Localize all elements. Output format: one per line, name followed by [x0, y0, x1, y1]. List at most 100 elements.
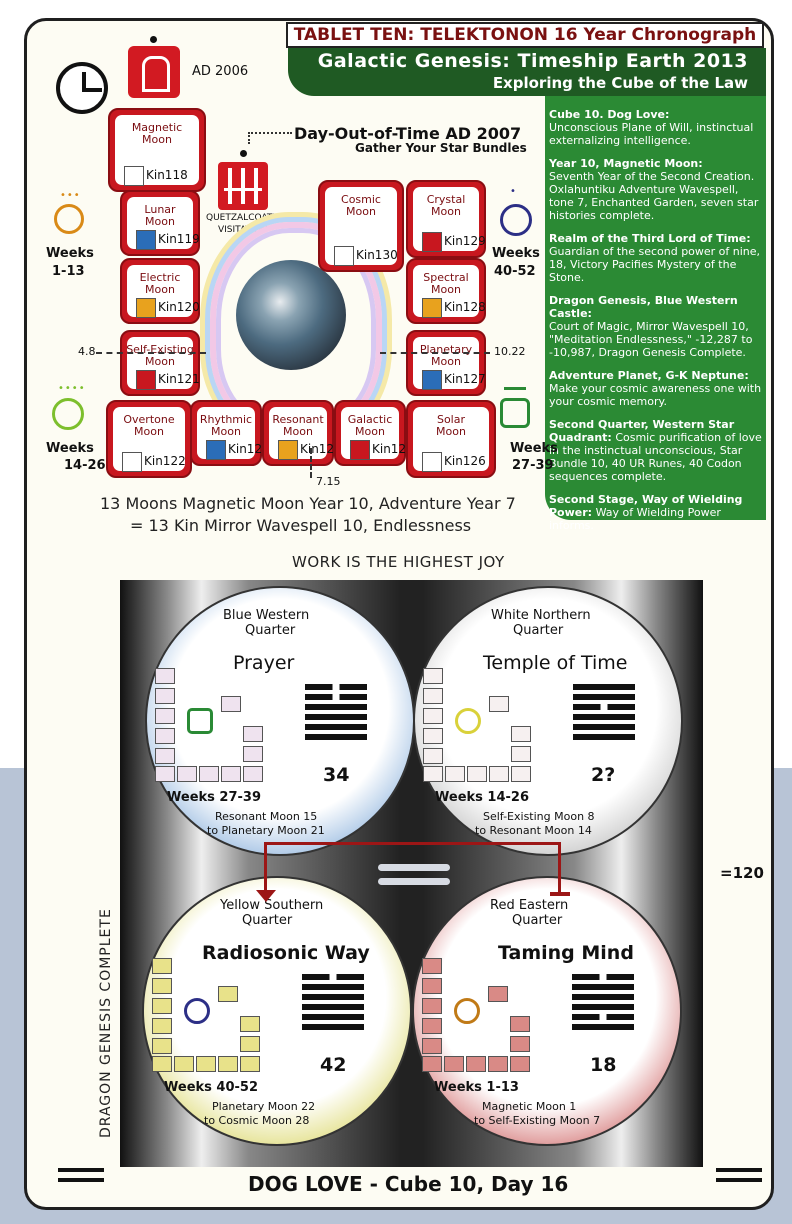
dot-icon: •: [510, 186, 517, 197]
wavespell-chip: [423, 668, 443, 684]
day-out-of-time-sub: Gather Your Star Bundles: [355, 141, 527, 155]
wavespell-chip: [511, 726, 531, 742]
arrow-end-icon: [550, 892, 570, 896]
footer-title: DOG LOVE - Cube 10, Day 16: [248, 1172, 569, 1196]
wavespell-chip: [155, 766, 175, 782]
wavespell-chip: [240, 1016, 260, 1032]
quarter-seal-icon: [454, 998, 480, 1024]
wavespell-chip: [155, 708, 175, 724]
wavespell-chip: [196, 1056, 216, 1072]
seal-glyph-icon: [206, 440, 226, 460]
seal-glyph-icon: [422, 370, 442, 390]
kin-label: Kin122: [144, 454, 186, 468]
weeks-range: 40-52: [494, 264, 536, 279]
bar-icon: [504, 387, 526, 390]
hexagram-line: [305, 704, 367, 710]
weeks-label: Weeks: [510, 441, 558, 456]
ad-2006-label: AD 2006: [192, 64, 249, 79]
kin-label: Kin130: [356, 248, 398, 262]
wavespell-chip: [152, 958, 172, 974]
wavespell-chip: [152, 1056, 172, 1072]
equals-icon: [378, 878, 450, 885]
wavespell-chip: [155, 748, 175, 764]
wavespell-chip: [174, 1056, 194, 1072]
arrow-down-icon: [256, 890, 276, 902]
header-banner: Galactic Genesis: Timeship Earth 2013 Ex…: [288, 48, 766, 96]
equals-icon: [716, 1168, 762, 1172]
hexagram-line: [302, 1014, 364, 1020]
wavespell-chip: [422, 998, 442, 1014]
quarter-range: to Planetary Moon 21: [207, 824, 325, 837]
kin-label: Kin127: [444, 372, 486, 386]
quarter-weeks: Weeks 40-52: [164, 1080, 258, 1095]
side-entry: Year 10, Magnetic Moon:Seventh Year of t…: [549, 157, 759, 222]
quarter-range: Self-Existing Moon 8: [483, 810, 595, 823]
wavespell-chip: [444, 1056, 464, 1072]
wavespell-chip: [221, 696, 241, 712]
equals-120: =120: [720, 864, 764, 882]
earth-image: [236, 260, 346, 370]
wavespell-chip: [177, 766, 197, 782]
hexagram-line: [573, 684, 635, 690]
weeks-label: Weeks: [46, 441, 94, 456]
hexagram-line: [573, 734, 635, 740]
work-motto: WORK IS THE HIGHEST JOY: [292, 553, 505, 571]
kin-label: Kin118: [146, 168, 188, 182]
seal-glyph-icon: [334, 246, 354, 266]
wavespell-chip: [152, 998, 172, 1014]
wavespell-chip: [488, 986, 508, 1002]
kin-label: Kin123: [228, 442, 270, 456]
quarter-heading: Quarter: [513, 623, 564, 638]
subtitle: Exploring the Cube of the Law: [492, 74, 748, 92]
wavespell-chip: [423, 766, 443, 782]
connector-line: [558, 842, 561, 892]
wavespell-chip: [467, 766, 487, 782]
seal-glyph-icon: [136, 370, 156, 390]
hexagram-line: [305, 684, 367, 690]
wavespell-chip: [422, 958, 442, 974]
marker-right: 10.22: [494, 345, 526, 358]
equals-icon: [58, 1168, 104, 1172]
wavespell-chip: [422, 1038, 442, 1054]
quarter-name: Taming Mind: [498, 942, 634, 964]
wavespell-chip: [155, 668, 175, 684]
connector-line: [264, 842, 267, 892]
seal-glyph-icon: [278, 440, 298, 460]
hexagram-line: [305, 734, 367, 740]
weeks-label: Weeks: [46, 246, 94, 261]
vertical-caption: DRAGON GENESIS COMPLETE: [98, 908, 114, 1138]
weeks-range: 1-13: [52, 264, 85, 279]
hexagram-icon: [573, 684, 635, 744]
quarter-heading: Yellow Southern: [220, 898, 324, 913]
quarter-seal-icon: [184, 998, 210, 1024]
quarter-name: Temple of Time: [483, 652, 628, 674]
seal-glyph-icon: [136, 230, 156, 250]
quarter-heading: Quarter: [242, 913, 293, 928]
caption-line1: 13 Moons Magnetic Moon Year 10, Adventur…: [100, 494, 516, 513]
marker-bottom: 7.15: [316, 475, 341, 488]
hexagram-line: [572, 994, 634, 1000]
wavespell-chip: [243, 766, 263, 782]
dot-icon: •••: [60, 190, 81, 201]
wavespell-chip: [511, 766, 531, 782]
side-entry: Dragon Genesis, Blue Western Castle:Cour…: [549, 294, 753, 359]
dashed-marker: [380, 352, 490, 354]
wave-glyph-icon: [500, 398, 530, 428]
seal-glyph-icon: [350, 440, 370, 460]
wavespell-chip: [422, 978, 442, 994]
seal-glyph-icon: [422, 452, 442, 472]
quarter-weeks: Weeks 1-13: [434, 1080, 519, 1095]
kin-label: Kin119: [158, 232, 200, 246]
hexagram-line: [573, 694, 635, 700]
quetzalcoatl-glyph-icon: [218, 162, 268, 210]
hexagram-line: [302, 1004, 364, 1010]
